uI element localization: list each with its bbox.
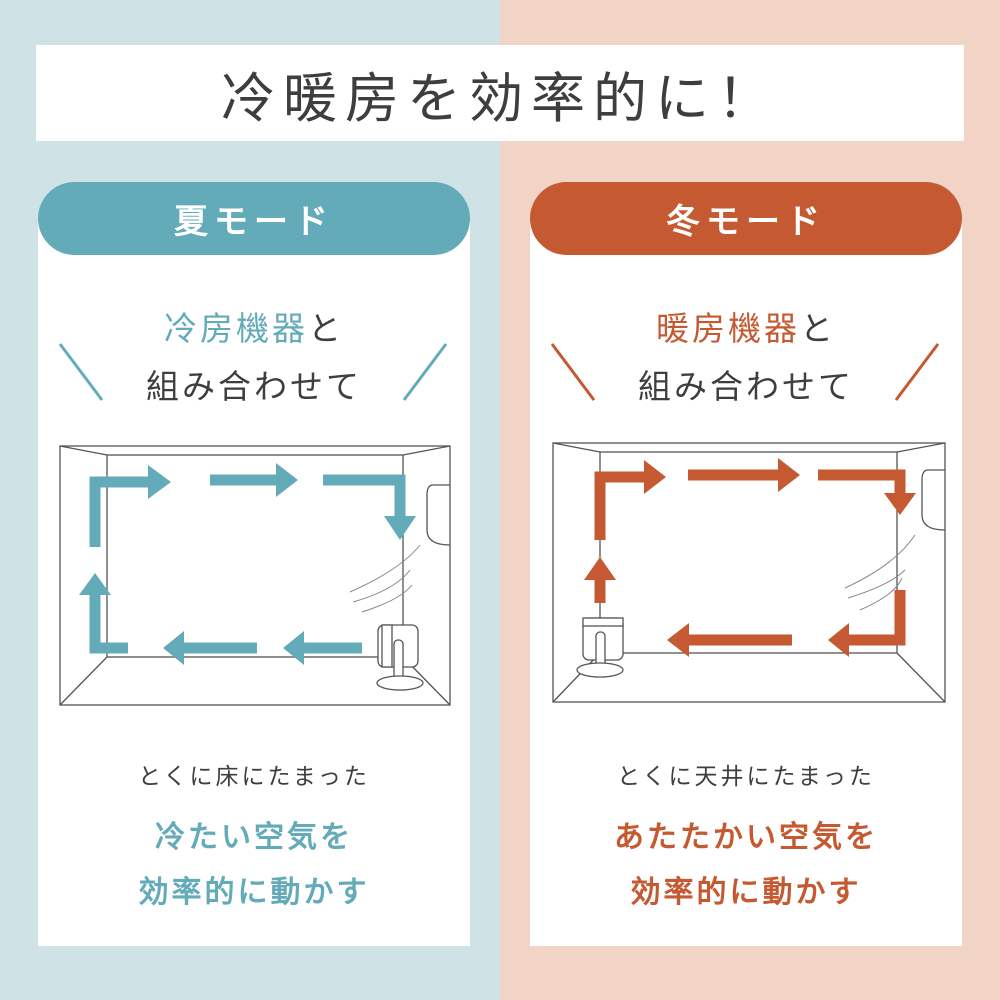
summer-panel: 夏モード 冷房機器と 組み合わせて [38, 182, 470, 946]
room-outer [59, 445, 451, 706]
room-outer [552, 442, 946, 703]
circulator-fan [576, 617, 624, 678]
arrow-right-icon [276, 463, 298, 497]
page-title: 冷暖房を効率的に！ [36, 45, 964, 141]
arrow-right-icon [148, 465, 171, 499]
winter-heading-line1: 暖房機器と [656, 309, 836, 348]
arrow-up-icon [79, 573, 111, 595]
arrow-left-icon [283, 631, 304, 665]
room-inner [599, 451, 898, 654]
arrow-right-icon [644, 460, 666, 494]
summer-heading-line2: 組み合わせて [146, 367, 362, 406]
arrow-up-icon [584, 557, 616, 580]
arrow-left-icon [667, 623, 689, 657]
arrow-left-icon [828, 623, 849, 657]
summer-room-diagram [58, 343, 451, 706]
air-conditioner [921, 469, 946, 531]
winter-airflow-arrows [594, 469, 906, 646]
slash-right [402, 343, 448, 401]
winter-subtext: とくに天井にたまった [617, 764, 875, 790]
summer-headline1: 冷たい空気を [155, 820, 353, 855]
winter-room-diagram [550, 343, 946, 703]
slash-right [894, 343, 940, 401]
summer-airflow-arrows [89, 474, 406, 654]
arrow-down-icon [384, 516, 416, 540]
summer-subtext: とくに床にたまった [138, 764, 370, 790]
winter-headline1: あたたかい空気を [614, 820, 878, 855]
slash-left [550, 343, 596, 401]
winter-panel: 冬モード 暖房機器と 組み合わせて [530, 182, 962, 946]
circulator-fan [376, 624, 424, 691]
air-conditioner [426, 484, 451, 546]
winter-headline2: 効率的に動かす [630, 875, 862, 910]
summer-headline2: 効率的に動かす [138, 875, 370, 910]
arrow-left-icon [163, 631, 184, 665]
arrow-right-icon [778, 458, 800, 492]
room-inner [106, 454, 404, 658]
slash-left [58, 343, 104, 401]
winter-heading-line2: 組み合わせて [638, 367, 854, 406]
summer-mode-badge: 夏モード [38, 182, 470, 255]
summer-heading-line1: 冷房機器と [164, 309, 344, 348]
arrow-down-icon [884, 493, 916, 515]
winter-mode-badge: 冬モード [530, 182, 962, 255]
